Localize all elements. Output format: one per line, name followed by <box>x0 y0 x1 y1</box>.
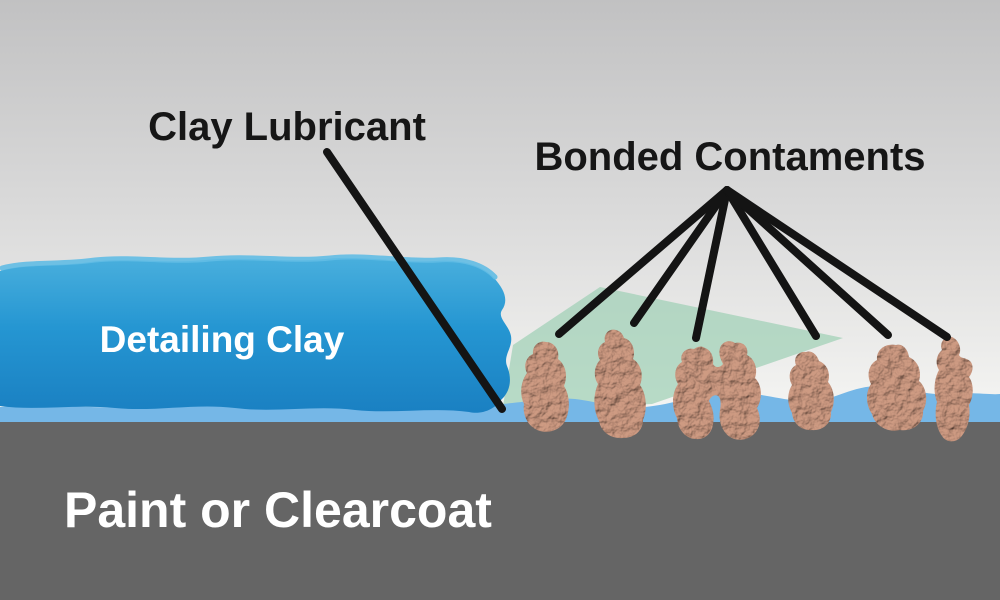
contaminant-pointer-line <box>723 186 820 340</box>
paint-layer <box>0 422 1000 600</box>
contaminant-blob <box>788 351 834 431</box>
contaminant-blobs <box>521 329 973 442</box>
contaminant-blob <box>934 336 973 442</box>
contaminant-pointer-line <box>630 186 731 327</box>
clay-top-highlight <box>0 254 498 280</box>
contaminant-blob <box>594 329 646 439</box>
contaminant-blob <box>672 341 761 440</box>
detailing-clay-blob <box>0 257 512 413</box>
clay-lubricant-pointer-line <box>323 148 506 413</box>
contaminant-pointer-line <box>723 186 892 339</box>
detailing-clay-label: Detailing Clay <box>100 319 345 360</box>
claying-direction-arrow-icon <box>502 287 843 412</box>
pointer-lines <box>323 148 951 413</box>
contaminant-pointer-line <box>692 186 731 342</box>
paint-or-clearcoat-label: Paint or Clearcoat <box>64 482 492 538</box>
contaminant-blob <box>866 344 927 431</box>
contaminant-blob <box>521 341 569 432</box>
contaminant-pointer-line <box>555 186 731 338</box>
clay-lubricant-label: Clay Lubricant <box>148 105 426 149</box>
bonded-contaminants-label: Bonded Contaments <box>534 135 925 179</box>
contaminant-pointer-line <box>723 186 951 341</box>
